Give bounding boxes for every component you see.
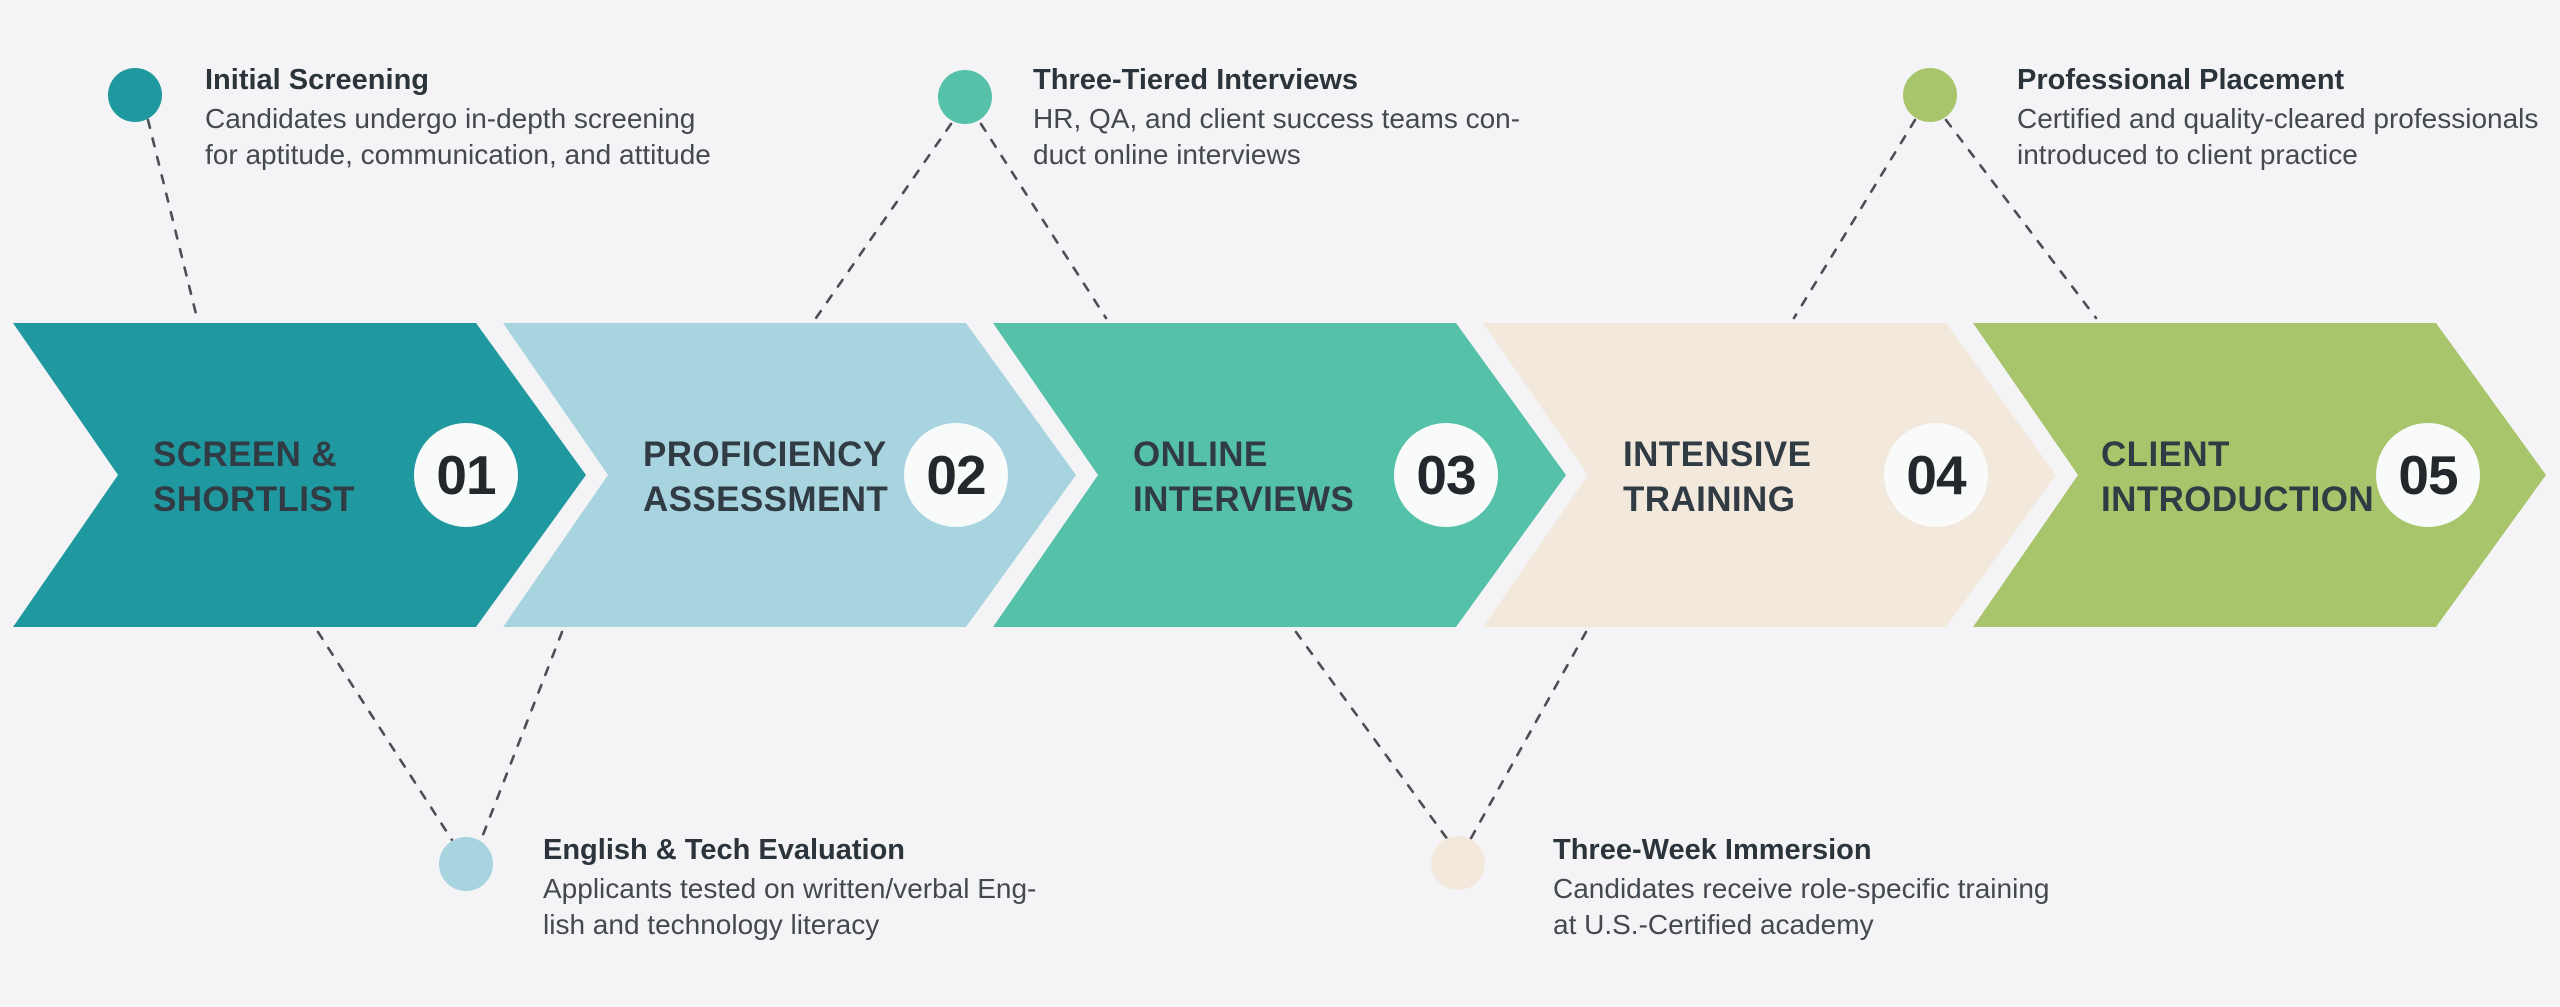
step-number-badge-2: 02 (904, 423, 1008, 527)
process-arrow-4 (1483, 323, 2056, 627)
step-label-4: INTENSIVE TRAINING (1623, 435, 1812, 519)
callout-professional-placement: Professional Placement Certified and qua… (2017, 62, 2560, 173)
step-label-2: PROFICIENCY ASSESSMENT (643, 435, 889, 519)
callout-dot (1431, 836, 1485, 890)
callout-english-tech-evaluation: English & Tech Evaluation Applicants tes… (543, 832, 1163, 943)
callout-dot (1903, 68, 1957, 122)
callout-body: Certified and quality-cleared profession… (2017, 103, 2539, 170)
connector-line (979, 122, 1108, 320)
callout-title: Initial Screening (205, 64, 429, 96)
process-arrow-1 (13, 323, 586, 627)
callout-title: Three-Tiered Interviews (1033, 64, 1359, 96)
process-arrow-5 (1973, 323, 2546, 627)
connector-line (1294, 630, 1450, 842)
process-arrow-3 (993, 323, 1566, 627)
callout-title: Professional Placement (2017, 64, 2345, 96)
callout-title: Three-Week Immersion (1553, 834, 1872, 866)
connector-line (479, 630, 564, 842)
step-number-badge-5: 05 (2376, 423, 2480, 527)
step-label-5: CLIENT INTRODUCTION (2101, 435, 2375, 519)
callout-dot (108, 68, 162, 122)
step-number-3: 03 (1416, 444, 1476, 506)
step-label-3: ONLINE INTERVIEWS (1133, 435, 1355, 519)
step-number-5: 05 (2398, 444, 2458, 506)
connector-line (316, 630, 454, 842)
step-label-1: SCREEN & SHORTLIST (153, 435, 355, 519)
callout-title: English & Tech Evaluation (543, 834, 906, 866)
callout-three-week-immersion: Three-Week Immersion Candidates receive … (1553, 832, 2173, 943)
process-arrow-2 (503, 323, 1076, 627)
step-number-4: 04 (1906, 444, 1966, 506)
callout-dot (439, 837, 493, 891)
callout-body: HR, QA, and client success teams con- du… (1033, 103, 1521, 170)
connector-line (1944, 118, 2098, 320)
step-number-badge-1: 01 (414, 423, 518, 527)
step-number-2: 02 (926, 444, 986, 506)
connector-line (146, 118, 199, 320)
callout-three-tiered-interviews: Three-Tiered Interviews HR, QA, and clie… (1033, 62, 1653, 173)
callout-dot (938, 70, 992, 124)
callout-initial-screening: Initial Screening Candidates undergo in-… (205, 62, 825, 173)
callout-body: Applicants tested on written/verbal Eng-… (543, 873, 1037, 940)
callout-body: Candidates undergo in-depth screening fo… (205, 103, 711, 170)
step-number-1: 01 (436, 444, 496, 506)
connector-line (1792, 118, 1917, 320)
callout-body: Candidates receive role-specific trainin… (1553, 873, 2050, 940)
connector-line (814, 122, 953, 320)
step-number-badge-3: 03 (1394, 423, 1498, 527)
connector-line (1468, 630, 1588, 842)
step-number-badge-4: 04 (1884, 423, 1988, 527)
